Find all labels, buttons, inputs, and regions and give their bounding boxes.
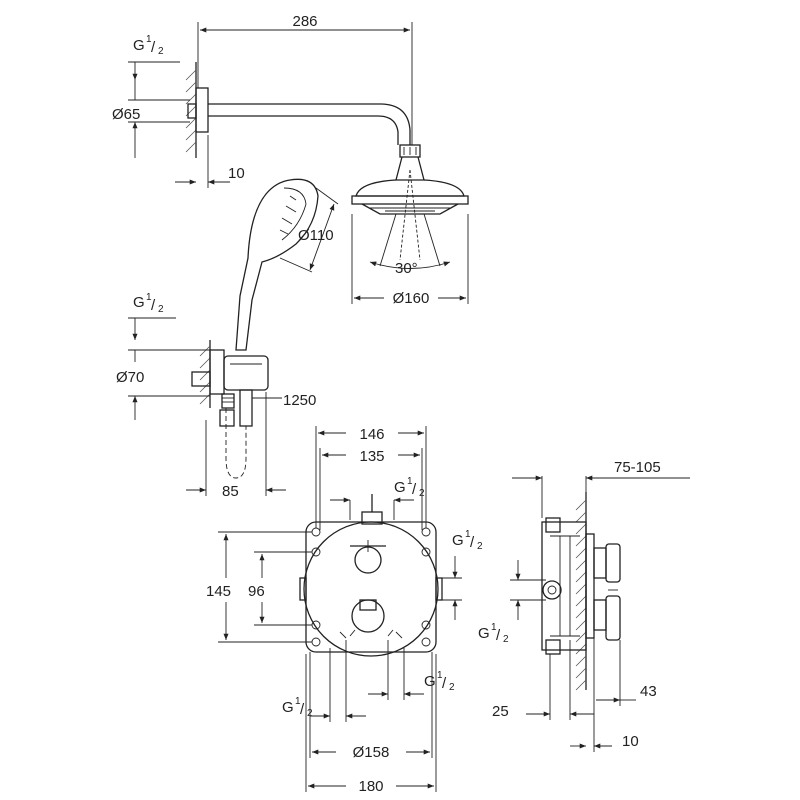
- dim-146-label: 146: [359, 426, 384, 443]
- dim-286: [197, 22, 413, 145]
- dim-g-side: [510, 560, 546, 620]
- dim-85-label: 85: [222, 483, 239, 500]
- dim-g-mid: [128, 317, 210, 351]
- thread-g-mid-num: 1: [146, 292, 152, 303]
- thread-g-bottom-right-slash: /: [442, 675, 447, 692]
- thread-g-right-den: 2: [477, 541, 483, 552]
- dim-110-label: Ø110: [298, 227, 334, 244]
- dim-10-side: [570, 638, 612, 752]
- dim-10-top-label: 10: [228, 165, 245, 182]
- dim-10-side-label: 10: [622, 733, 639, 750]
- thread-g-bottom-right: G: [424, 673, 436, 690]
- dim-160-label: Ø160: [393, 290, 430, 307]
- dim-286-label: 286: [292, 13, 317, 30]
- thread-g-bottom-right-num: 1: [437, 670, 443, 681]
- dim-g-right: [442, 556, 462, 620]
- shower-arm: [187, 87, 421, 158]
- dim-g-bottom-right: [368, 640, 424, 700]
- thread-g-mid: G: [133, 294, 145, 311]
- dim-g-inlet-top: [330, 497, 414, 520]
- thread-g-side-num: 1: [491, 622, 497, 633]
- thread-g-side: G: [478, 625, 490, 642]
- dim-146: [315, 426, 427, 528]
- dim-65: [128, 80, 190, 158]
- dim-70: [128, 350, 210, 420]
- dim-96-label: 96: [248, 583, 265, 600]
- dim-43-label: 43: [640, 683, 657, 700]
- hand-shower: [235, 178, 339, 351]
- dim-158-label: Ø158: [353, 744, 390, 761]
- thread-g-right-slash: /: [470, 534, 475, 551]
- dim-g-bottom-left: [310, 640, 366, 722]
- thread-g-inlet-top-num: 1: [407, 476, 413, 487]
- thread-g-right-num: 1: [465, 529, 471, 540]
- dim-180-label: 180: [358, 778, 383, 795]
- thread-g-side-slash: /: [496, 627, 501, 644]
- dim-160: [351, 214, 469, 304]
- dim-158: [305, 652, 437, 792]
- thread-g-right: G: [452, 532, 464, 549]
- thread-g-top: G: [133, 37, 145, 54]
- dim-145-label: 145: [206, 583, 231, 600]
- thread-g-bottom-right-den: 2: [449, 682, 455, 693]
- dim-1250-label: 1250: [283, 392, 316, 409]
- thread-g-top-den: 2: [158, 46, 164, 57]
- thread-g-top-slash: /: [151, 39, 156, 56]
- dim-75-105: [512, 475, 690, 518]
- mixer-side: [541, 517, 621, 655]
- dim-145: [218, 531, 312, 643]
- thread-g-mid-slash: /: [151, 297, 156, 314]
- dim-96: [254, 551, 312, 626]
- thread-g-bottom-left-slash: /: [300, 701, 305, 718]
- dim-g-top: [128, 61, 190, 101]
- mixer-front: [299, 494, 443, 657]
- wall-elbow: [191, 349, 269, 479]
- thread-g-inlet-top-slash: /: [412, 481, 417, 498]
- dim-135: [319, 448, 423, 530]
- dim-70-label: Ø70: [116, 369, 144, 386]
- thread-g-bottom-left: G: [282, 699, 294, 716]
- dim-65-label: Ø65: [112, 106, 140, 123]
- thread-g-side-den: 2: [503, 634, 509, 645]
- dim-10-top: [175, 135, 230, 188]
- dim-85: [186, 392, 286, 496]
- dim-30-label: 30°: [395, 260, 418, 277]
- shower-head: [351, 156, 469, 269]
- thread-g-mid-den: 2: [158, 304, 164, 315]
- dim-75-105-label: 75-105: [614, 459, 661, 476]
- dim-135-label: 135: [359, 448, 384, 465]
- thread-g-bottom-left-num: 1: [295, 696, 301, 707]
- thread-g-inlet-top: G: [394, 479, 406, 496]
- dim-25-label: 25: [492, 703, 509, 720]
- thread-g-inlet-top-den: 2: [419, 488, 425, 499]
- dim-43: [596, 640, 636, 706]
- dim-25: [526, 640, 594, 720]
- thread-g-top-num: 1: [146, 34, 152, 45]
